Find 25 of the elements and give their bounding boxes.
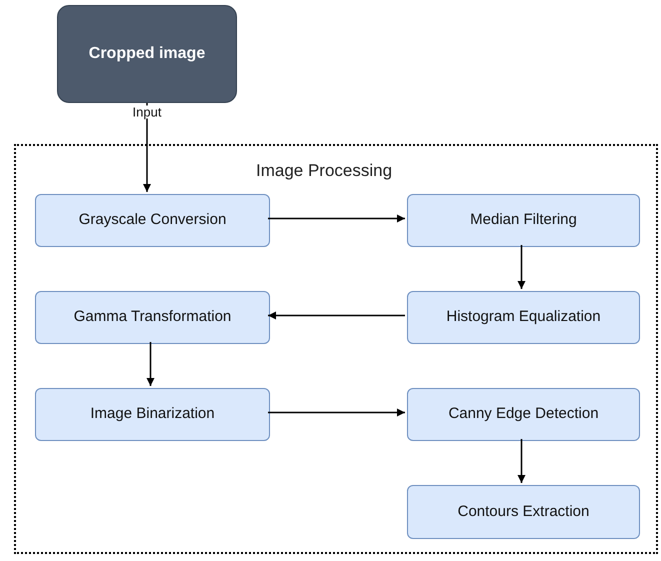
process-box xyxy=(35,291,270,344)
input-box xyxy=(57,5,237,103)
box-text: Contours Extraction xyxy=(458,502,590,522)
group-frame xyxy=(14,144,658,554)
box-text: Cropped image xyxy=(88,44,206,64)
box-text: Histogram Equalization xyxy=(446,308,601,327)
arrow xyxy=(268,312,405,320)
arrow xyxy=(518,245,526,289)
arrow xyxy=(268,214,405,222)
process-box xyxy=(407,194,640,247)
process-box xyxy=(407,291,640,344)
process-box xyxy=(35,194,270,247)
process-box xyxy=(407,485,640,539)
process-box xyxy=(35,388,270,441)
box-text: Median Filtering xyxy=(470,211,577,230)
group-title: Image Processing xyxy=(256,160,392,182)
process-box xyxy=(407,388,640,441)
box-text: Gamma Transformation xyxy=(74,308,232,327)
box-text: Canny Edge Detection xyxy=(448,405,599,424)
box-text: Grayscale Conversion xyxy=(78,211,226,230)
arrow xyxy=(146,342,154,386)
arrow xyxy=(518,439,526,483)
arrow xyxy=(268,408,405,416)
box-text: Image Binarization xyxy=(90,405,215,424)
edge-label: Input xyxy=(130,105,164,118)
